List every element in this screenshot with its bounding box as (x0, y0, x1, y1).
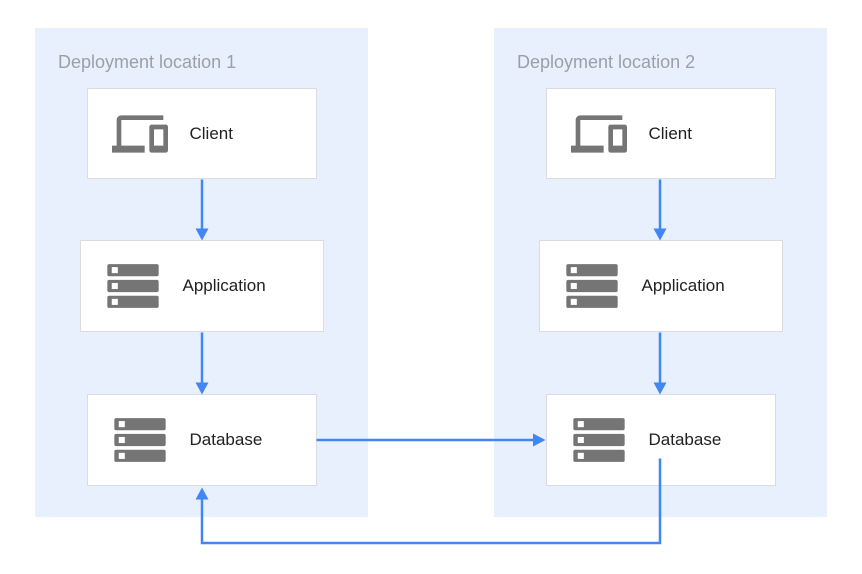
node-label: Client (189, 123, 233, 143)
node-client-2: Client (545, 88, 776, 179)
node-label: Database (648, 430, 722, 449)
node-label: Database (189, 430, 263, 449)
server-stack-icon (105, 258, 161, 314)
deployment-location-1-panel: Deployment location 1 Client (35, 28, 368, 517)
devices-icon (111, 106, 168, 162)
node-application-2: Application (538, 240, 783, 332)
node-database-1: Database (86, 394, 317, 486)
node-label: Client (648, 123, 692, 143)
devices-icon (570, 106, 627, 162)
node-database-2: Database (545, 394, 776, 486)
server-stack-icon (571, 412, 627, 468)
node-label: Application (182, 276, 266, 295)
node-application-1: Application (79, 240, 324, 332)
server-stack-icon (112, 412, 168, 468)
deployment-location-2-label: Deployment location 2 (517, 52, 696, 72)
deployment-location-2-panel: Deployment location 2 Client (494, 28, 827, 517)
node-label: Application (641, 276, 725, 295)
node-client-1: Client (86, 88, 317, 179)
server-stack-icon (564, 258, 620, 314)
deployment-location-1-label: Deployment location 1 (58, 52, 237, 72)
